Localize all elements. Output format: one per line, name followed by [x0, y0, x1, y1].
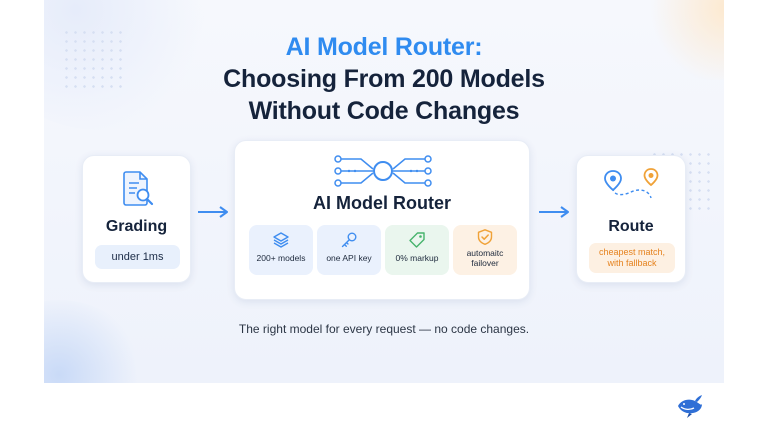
decor-dots: [62, 28, 122, 88]
layers-icon: [249, 231, 313, 254]
caption: The right model for every request — no c…: [238, 322, 530, 336]
whale-logo-icon: [675, 392, 705, 420]
grading-pill: under 1ms: [95, 245, 180, 269]
title-line-3: Without Code Changes: [248, 97, 520, 125]
route-title: Route: [608, 218, 654, 235]
grading-card: Grading under 1ms: [82, 155, 191, 283]
route-pill-line: with fallback: [607, 258, 657, 268]
feature-label: automaitc failover: [453, 248, 517, 268]
key-icon: [317, 231, 381, 254]
route-pill: cheapest match, with fallback: [589, 243, 675, 273]
feature-failover: automaitc failover: [453, 225, 517, 275]
feature-label: 200+ models: [256, 253, 306, 263]
arrow-right-icon: [196, 205, 230, 224]
arrow-right-icon: [537, 205, 571, 224]
document-search-icon: [117, 168, 157, 208]
feature-models: 200+ models: [249, 225, 313, 275]
network-hub-icon: [333, 153, 433, 189]
route-pill-line: cheapest match,: [598, 247, 666, 257]
feature-label-line: automaitc: [466, 248, 504, 258]
router-title: AI Model Router: [313, 193, 451, 213]
route-card: Route cheapest match, with fallback: [576, 155, 686, 283]
router-card: AI Model Router 200+ models one API key: [234, 140, 530, 300]
feature-label-line: failover: [471, 258, 499, 268]
shield-check-icon: [453, 228, 517, 251]
feature-api-key: one API key: [317, 225, 381, 275]
feature-markup: 0% markup: [385, 225, 449, 275]
decor-blob: [44, 300, 144, 383]
title-line-2: Choosing From 200 Models: [223, 65, 545, 93]
grading-title: Grading: [105, 218, 168, 235]
infographic-canvas: AI Model Router: Choosing From 200 Model…: [44, 0, 724, 383]
feature-label: one API key: [326, 253, 372, 263]
route-pins-icon: [601, 166, 663, 208]
feature-label: 0% markup: [395, 253, 439, 263]
tag-icon: [385, 231, 449, 254]
title-line-1: AI Model Router:: [285, 33, 483, 61]
